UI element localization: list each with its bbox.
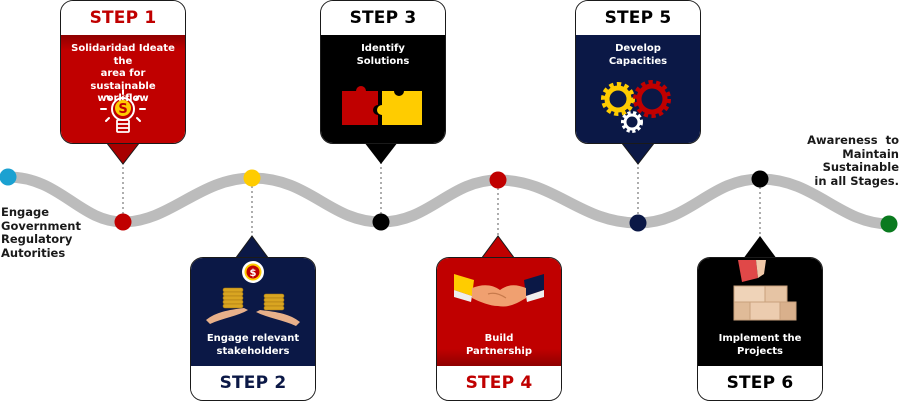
pointer-step-6 (743, 236, 777, 259)
lightbulb-dollar-icon: S (100, 89, 146, 133)
step-2-header: STEP 2 (191, 366, 315, 400)
svg-text:S: S (118, 102, 127, 117)
bricks-icon (733, 260, 797, 321)
end-label-line: in all Stages. (814, 173, 899, 188)
node-step-5 (629, 214, 647, 232)
step-6-description: Implement the Projects (704, 333, 816, 358)
svg-text:$: $ (250, 268, 257, 279)
step-4-body: Build Partnership (437, 258, 561, 366)
step-2-description: Engage relevant stakeholders (197, 333, 309, 358)
step-5-card: STEP 5 Develop Capacities (575, 0, 701, 144)
node-step-2 (243, 169, 261, 187)
pointer-step-5 (619, 141, 657, 165)
step-2-card: $ Engage relevant stakeholders (190, 257, 316, 401)
puzzle-icon (342, 85, 422, 125)
description-line: Projects (736, 345, 783, 357)
start-label: Engage Government Regulatory Autorities (1, 205, 81, 260)
pointer-step-1 (104, 141, 142, 165)
description-line: Build (484, 333, 514, 344)
pointer-step-4 (480, 235, 516, 260)
step-6-header: STEP 6 (698, 366, 822, 400)
step-6-card: Implement the Projects STEP 6 (697, 257, 823, 401)
description-line: Capacities (608, 55, 668, 67)
end-label-line: Sustainable (822, 160, 899, 174)
node-step-3 (372, 213, 390, 231)
step-5-header: STEP 5 (576, 1, 700, 35)
node-start (0, 168, 17, 186)
step-1-card: STEP 1 Solidaridad Ideate the area for s… (60, 0, 186, 144)
end-label: Awareness to Maintain Sustainable in all… (807, 133, 899, 188)
step-3-header: STEP 3 (321, 1, 445, 35)
handshake-icon (454, 274, 544, 307)
step-4-description: Build Partnership (443, 333, 555, 358)
pointer-step-3 (364, 142, 398, 164)
description-line: Solutions (356, 55, 410, 67)
step-5-body: Develop Capacities (576, 35, 700, 143)
end-label-line: Maintain (842, 146, 899, 161)
step-1-body: Solidaridad Ideate the area for sustaina… (61, 35, 185, 143)
node-step-4 (489, 171, 507, 189)
step-3-body: Identify Solutions (321, 35, 445, 143)
start-label-line: Engage (1, 205, 50, 219)
description-line: area for sustainable (90, 68, 156, 92)
step-4-header: STEP 4 (437, 366, 561, 400)
step-6-body: Implement the Projects (698, 258, 822, 366)
description-line: Solidaridad Ideate the (71, 43, 175, 67)
description-line: stakeholders (216, 345, 290, 357)
end-label-line: Awareness to (807, 133, 899, 147)
start-label-line: Government (1, 218, 81, 233)
description-line: Engage relevant (206, 333, 300, 344)
start-label-line: Regulatory (1, 232, 73, 246)
node-step-6 (751, 170, 769, 188)
description-line: Develop (615, 43, 661, 54)
description-line: Partnership (465, 345, 532, 357)
step-4-card: Build Partnership STEP 4 (436, 257, 562, 401)
description-line: Identify (361, 43, 405, 54)
hands-coins-icon: $ (206, 261, 300, 326)
start-label-line: Autorities (1, 245, 66, 260)
step-1-header: STEP 1 (61, 1, 185, 35)
description-line: Implement the (718, 333, 802, 344)
step-5-description: Develop Capacities (582, 43, 694, 68)
gears-icon (601, 80, 671, 133)
step-3-description: Identify Solutions (327, 43, 439, 68)
step-2-body: $ Engage relevant stakeholders (191, 258, 315, 366)
pointer-step-2 (234, 235, 270, 260)
node-end (880, 215, 898, 233)
timeline-path (2, 171, 895, 230)
step-3-card: STEP 3 Identify Solutions (320, 0, 446, 144)
node-step-1 (114, 213, 132, 231)
